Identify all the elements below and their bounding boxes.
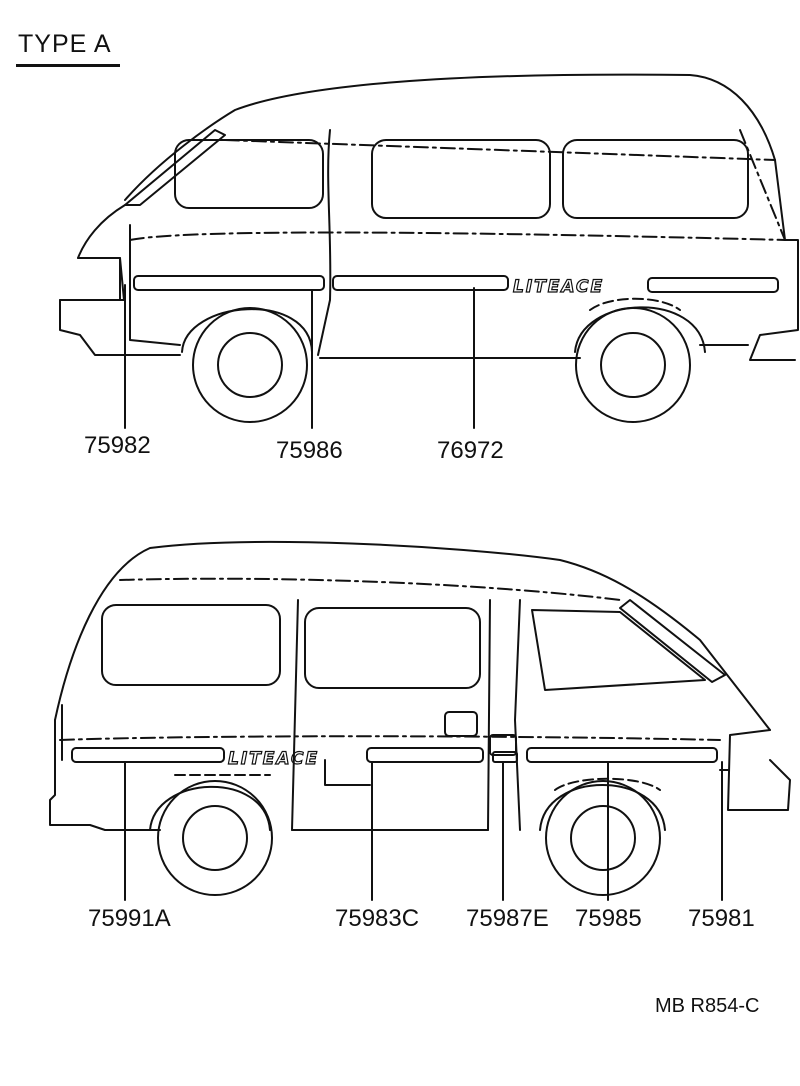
part-number-bottom-5: 75981 [688,905,755,932]
diagram-title: TYPE A [18,30,112,58]
top-liteace-badge: LITEACE [513,277,604,297]
diagram-code: MB R854-C [655,995,760,1017]
bottom-leader-lines [124,761,723,901]
part-number-bottom-2: 75983C [335,905,420,932]
part-number-top-3: 76972 [437,437,504,464]
part-number-top-2: 75986 [276,437,343,464]
top-van-outline [59,73,799,423]
title-underline [16,64,120,67]
part-number-bottom-1: 75991A [88,905,171,932]
part-number-bottom-3: 75987E [466,905,549,932]
bottom-liteace-badge: LITEACE [228,749,319,769]
part-number-top-1: 75982 [84,432,151,459]
top-leader-lines [124,284,475,429]
part-number-bottom-4: 75985 [575,905,642,932]
bottom-van-outline [49,541,791,896]
